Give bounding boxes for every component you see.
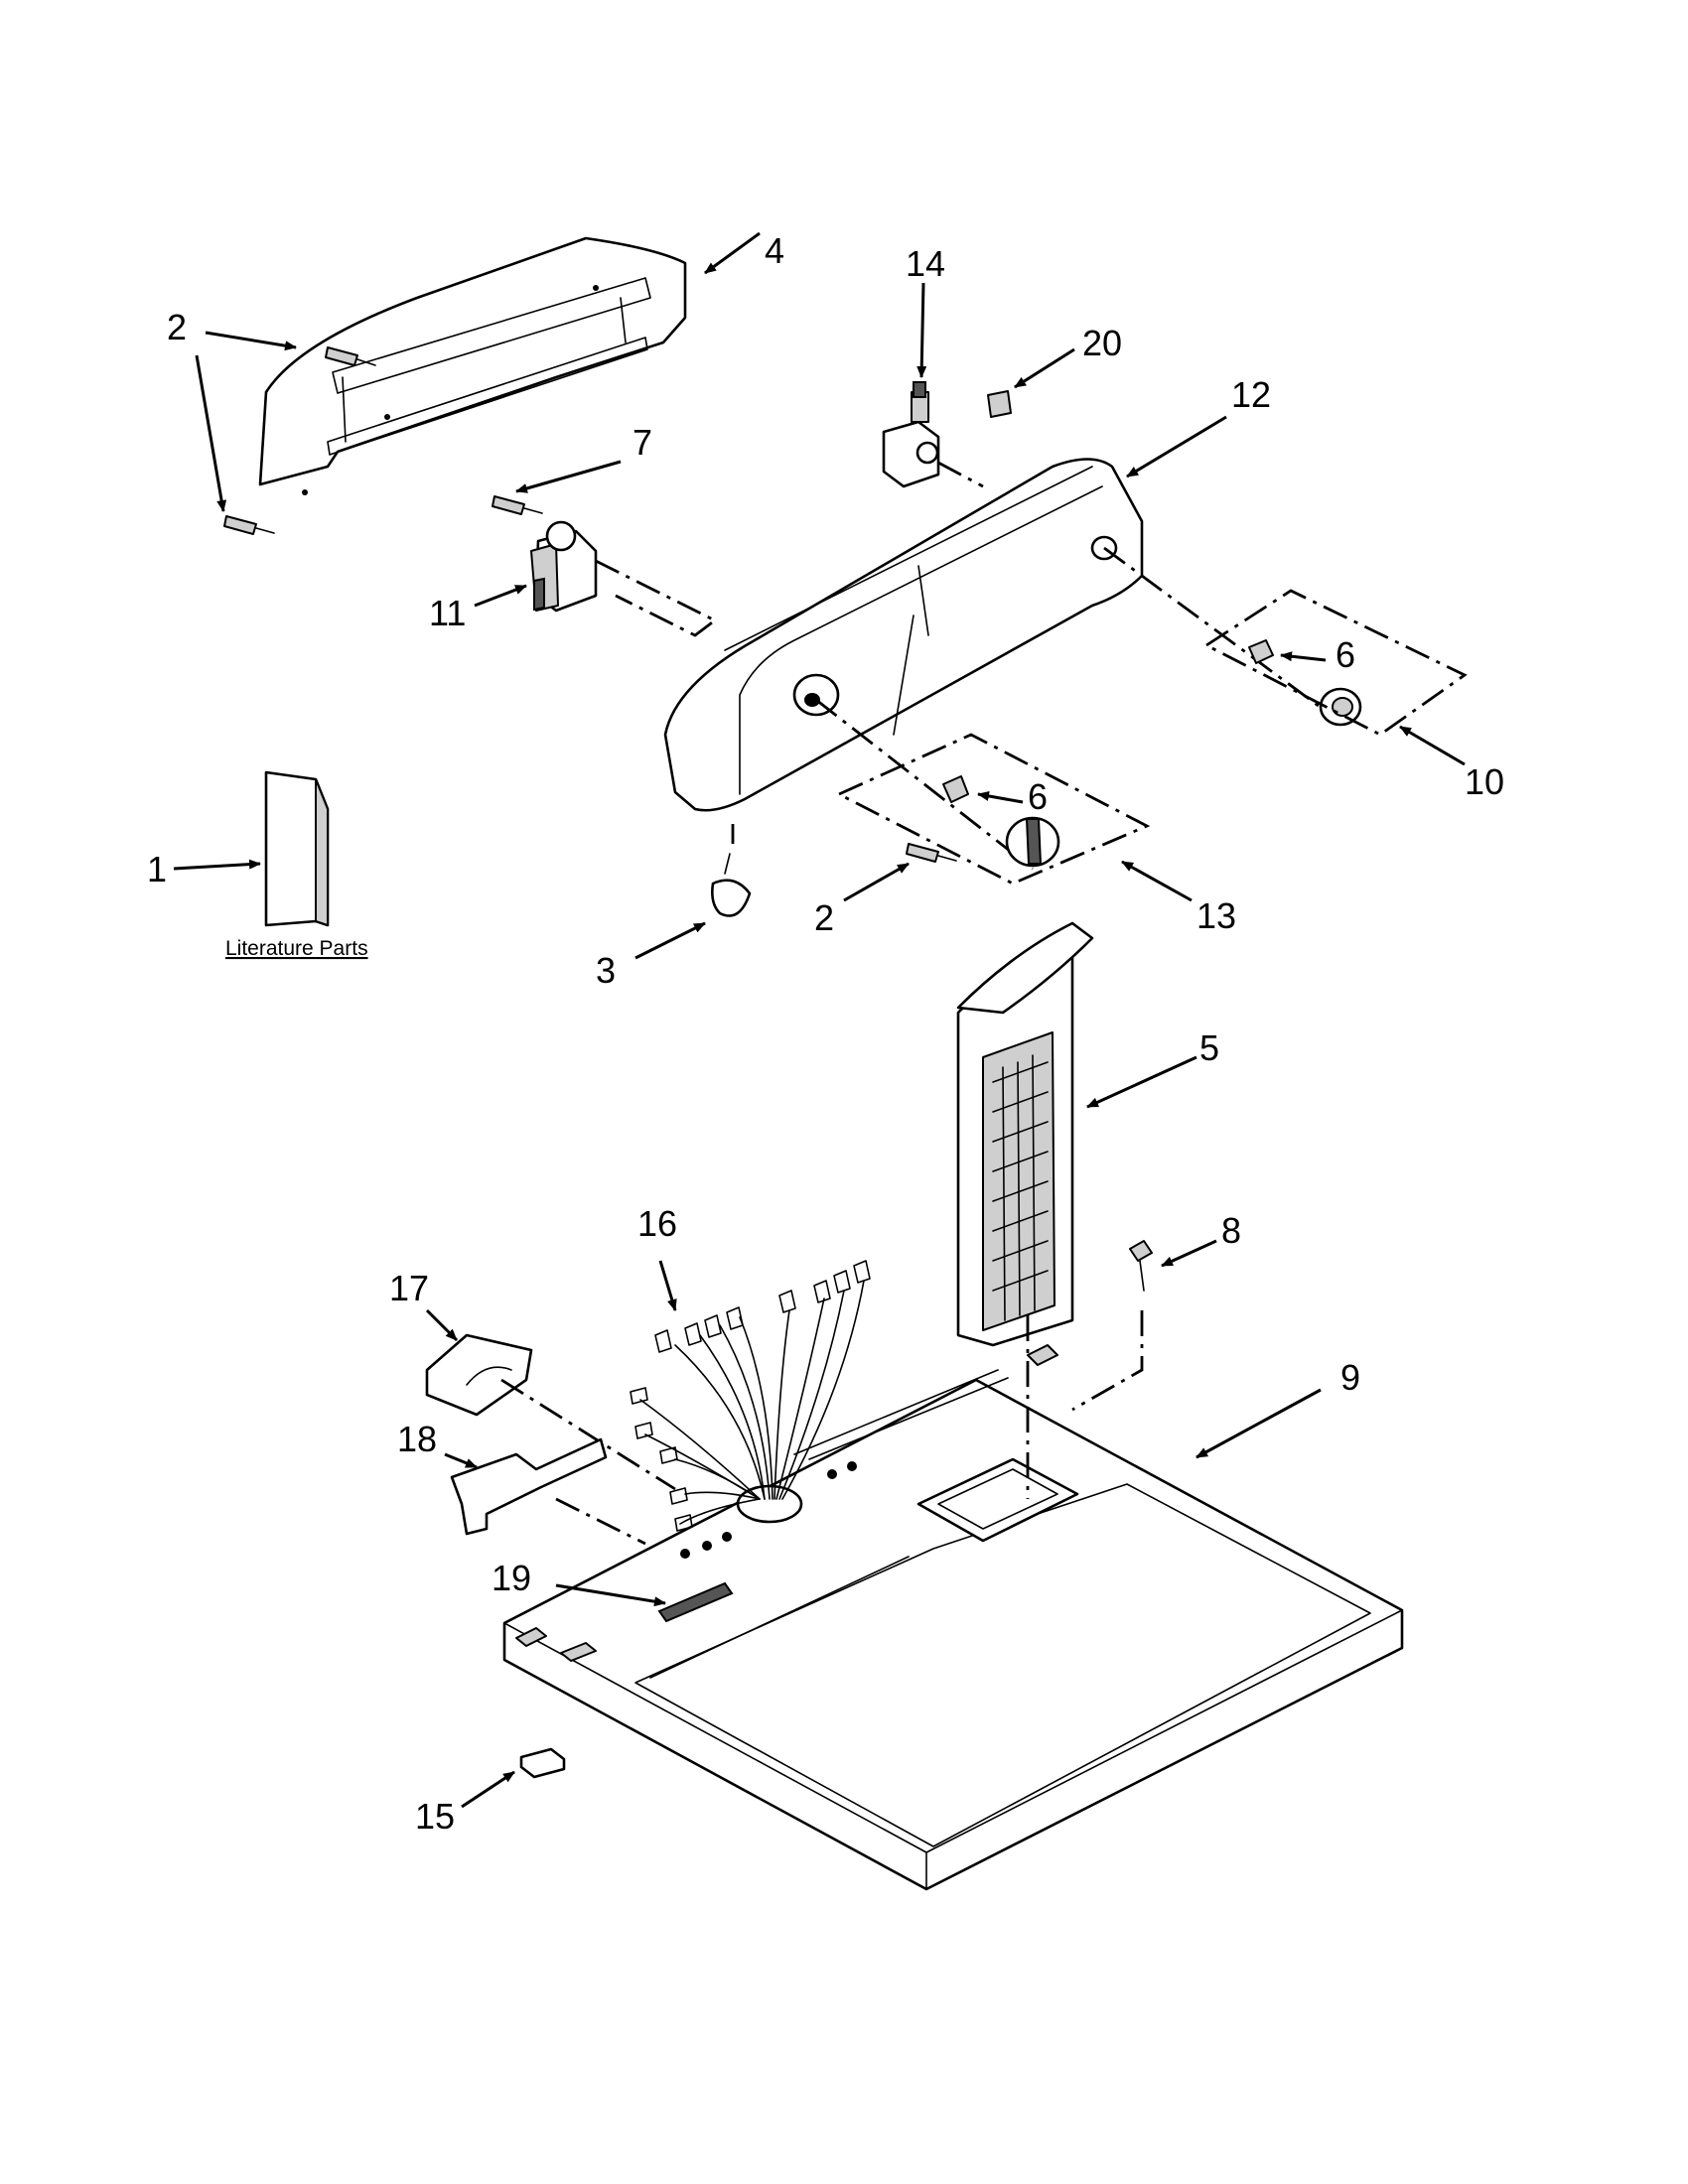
timer-part [530,520,598,613]
screw-part [223,515,275,535]
screw-part [906,843,957,863]
screw-part [325,346,376,366]
callout-8: 8 [1221,1210,1241,1251]
callout-7: 7 [633,422,652,463]
callout-2: 2 [814,897,834,938]
literature-part [264,770,330,927]
rear-panel-part [258,236,687,495]
callout-20: 20 [1082,323,1122,363]
clip-part [987,390,1012,418]
knob-part [1005,816,1060,868]
callout-4: 4 [765,230,784,271]
callout-9: 9 [1340,1357,1360,1398]
callout-16: 16 [637,1203,677,1244]
callout-6: 6 [1336,634,1355,675]
literature-parts-label: Literature Parts [225,937,368,960]
callout-2: 2 [167,307,187,347]
callout-5: 5 [1199,1027,1219,1068]
knob-part [1319,687,1362,727]
callout-19: 19 [492,1558,531,1598]
switch-part [882,381,940,488]
screw-part [492,495,543,515]
callout-17: 17 [389,1268,429,1308]
callout-3: 3 [596,950,616,991]
dryer-top-part [502,1344,1404,1891]
foot-pad-part [519,1747,566,1779]
bracket-part [425,1333,533,1417]
screw-part [1129,1240,1153,1292]
callout-leaders [173,231,1466,1809]
knob-insert-part [942,775,969,803]
knob-insert-part [1248,639,1274,664]
harness-clip-part [711,853,752,917]
callout-1: 1 [147,849,167,889]
plate-part [450,1437,608,1536]
callout-6: 6 [1028,776,1048,817]
callout-11: 11 [429,593,466,633]
lint-screen-part [956,921,1094,1347]
callout-10: 10 [1465,761,1504,802]
callout-15: 15 [415,1796,455,1837]
callout-18: 18 [397,1419,437,1459]
callout-13: 13 [1196,895,1236,936]
callout-12: 12 [1231,374,1271,415]
wire-harness-part [630,1260,871,1532]
console-part [663,458,1144,812]
callout-14: 14 [906,243,945,284]
